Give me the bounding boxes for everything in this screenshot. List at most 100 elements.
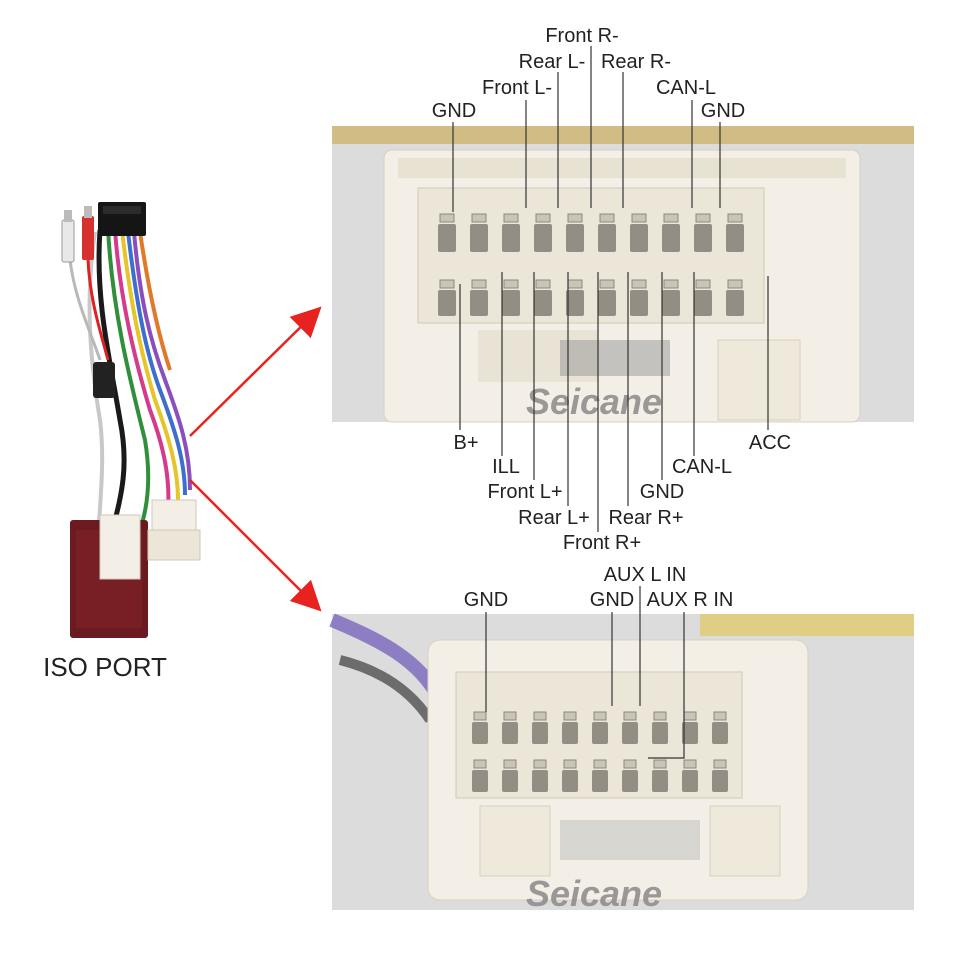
top-lower-cavity-pin-5 [567, 279, 583, 289]
top-upper-cavity-1 [438, 224, 456, 252]
top-upper-cavity-pin-7 [631, 213, 647, 223]
bottom-lower-cavity-1 [472, 770, 488, 792]
arrow-to-bottom-connector [189, 479, 322, 612]
top-leaders-above [452, 46, 721, 212]
watermark-bottom: Seicane [526, 873, 662, 914]
top-upper-cavity-pin-6 [599, 213, 615, 223]
bottom-label-aux-l-in: AUX L IN [604, 564, 687, 586]
top-lower-cavity-3 [502, 290, 520, 316]
top-label-rear-l-minus: Rear L- [519, 51, 586, 73]
top-lower-cavity-6 [598, 290, 616, 316]
bottom-lower-cavity-7 [652, 770, 668, 792]
top-upper-cavity-pin-1 [439, 213, 455, 223]
top-label-acc: ACC [749, 432, 791, 454]
top-label-gnd-right: GND [701, 100, 745, 122]
top-upper-cavity-pin-5 [567, 213, 583, 223]
top-lower-cavity-2 [470, 290, 488, 316]
bottom-lower-cavity-pin-7 [653, 759, 667, 769]
bottom-connector-upper-cavities [472, 711, 728, 744]
top-upper-cavity-8 [662, 224, 680, 252]
bottom-connector-lower-cavities [472, 759, 728, 792]
bottom-upper-cavity-7 [652, 722, 668, 744]
bottom-label-gnd-left: GND [464, 589, 508, 611]
bottom-lower-cavity-pin-2 [503, 759, 517, 769]
bottom-leaders-above [485, 586, 685, 759]
top-upper-cavity-10 [726, 224, 744, 252]
bottom-upper-cavity-pin-2 [503, 711, 517, 721]
top-connector-lower-cavities [438, 279, 744, 316]
top-upper-cavity-2 [470, 224, 488, 252]
bottom-upper-cavity-9 [712, 722, 728, 744]
top-lower-cavity-pin-6 [599, 279, 615, 289]
bottom-upper-cavity-pin-3 [533, 711, 547, 721]
bottom-lower-cavity-8 [682, 770, 698, 792]
bottom-lower-cavity-pin-1 [473, 759, 487, 769]
bottom-lower-cavity-pin-5 [593, 759, 607, 769]
top-lower-cavity-7 [630, 290, 648, 316]
top-label-gnd-lower: GND [640, 481, 684, 503]
watermark-top: Seicane [526, 381, 662, 422]
bottom-label-gnd-right: GND [590, 589, 634, 611]
bottom-upper-cavity-pin-1 [473, 711, 487, 721]
top-label-front-r-plus: Front R+ [563, 532, 641, 554]
iso-harness-illustration [61, 202, 201, 638]
top-upper-cavity-pin-10 [727, 213, 743, 223]
bottom-upper-cavity-pin-5 [593, 711, 607, 721]
top-lower-cavity-pin-2 [471, 279, 487, 289]
bottom-upper-cavity-pin-4 [563, 711, 577, 721]
top-label-rear-r-plus: Rear R+ [608, 507, 683, 529]
top-label-b-plus: B+ [453, 432, 478, 454]
bottom-lower-cavity-2 [502, 770, 518, 792]
top-label-ill: ILL [492, 456, 520, 478]
bottom-upper-cavity-8 [682, 722, 698, 744]
top-label-gnd-left: GND [432, 100, 476, 122]
bottom-lower-cavity-9 [712, 770, 728, 792]
top-lower-cavity-pin-7 [631, 279, 647, 289]
bottom-upper-cavity-5 [592, 722, 608, 744]
top-lower-cavity-pin-3 [503, 279, 519, 289]
top-label-rear-r-minus: Rear R- [601, 51, 671, 73]
bottom-lower-cavity-pin-3 [533, 759, 547, 769]
top-label-front-l-plus: Front L+ [487, 481, 562, 503]
bottom-lower-cavity-pin-8 [683, 759, 697, 769]
top-upper-cavity-9 [694, 224, 712, 252]
top-lower-cavity-pin-4 [535, 279, 551, 289]
bottom-connector-photo [329, 613, 914, 910]
bottom-upper-cavity-1 [472, 722, 488, 744]
top-lower-cavity-pin-1 [439, 279, 455, 289]
bottom-upper-cavity-pin-6 [623, 711, 637, 721]
bottom-lower-cavity-pin-6 [623, 759, 637, 769]
bottom-lower-cavity-5 [592, 770, 608, 792]
bottom-lower-cavity-pin-9 [713, 759, 727, 769]
top-lower-cavity-1 [438, 290, 456, 316]
top-lower-cavity-pin-8 [663, 279, 679, 289]
bottom-lower-cavity-4 [562, 770, 578, 792]
top-lower-cavity-pin-10 [727, 279, 743, 289]
top-upper-cavity-pin-3 [503, 213, 519, 223]
top-lower-cavity-pin-9 [695, 279, 711, 289]
bottom-lower-cavity-3 [532, 770, 548, 792]
top-upper-cavity-3 [502, 224, 520, 252]
bottom-upper-cavity-pin-7 [653, 711, 667, 721]
bottom-upper-cavity-pin-8 [683, 711, 697, 721]
bottom-upper-cavity-3 [532, 722, 548, 744]
top-lower-cavity-4 [534, 290, 552, 316]
top-upper-cavity-5 [566, 224, 584, 252]
bottom-lower-cavity-pin-4 [563, 759, 577, 769]
bottom-upper-cavity-pin-9 [713, 711, 727, 721]
top-connector-upper-cavities [438, 213, 744, 252]
top-label-front-r-minus: Front R- [545, 25, 618, 47]
bottom-upper-cavity-2 [502, 722, 518, 744]
top-label-rear-l-plus: Rear L+ [518, 507, 590, 529]
bottom-upper-cavity-6 [622, 722, 638, 744]
iso-port-label: ISO PORT [43, 652, 167, 682]
top-upper-cavity-pin-4 [535, 213, 551, 223]
top-lower-cavity-8 [662, 290, 680, 316]
top-lower-cavity-9 [694, 290, 712, 316]
top-lower-cavity-10 [726, 290, 744, 316]
bottom-label-aux-r-in: AUX R IN [647, 589, 734, 611]
top-label-can-l-lower: CAN-L [672, 456, 732, 478]
bottom-lower-cavity-6 [622, 770, 638, 792]
top-lower-cavity-5 [566, 290, 584, 316]
